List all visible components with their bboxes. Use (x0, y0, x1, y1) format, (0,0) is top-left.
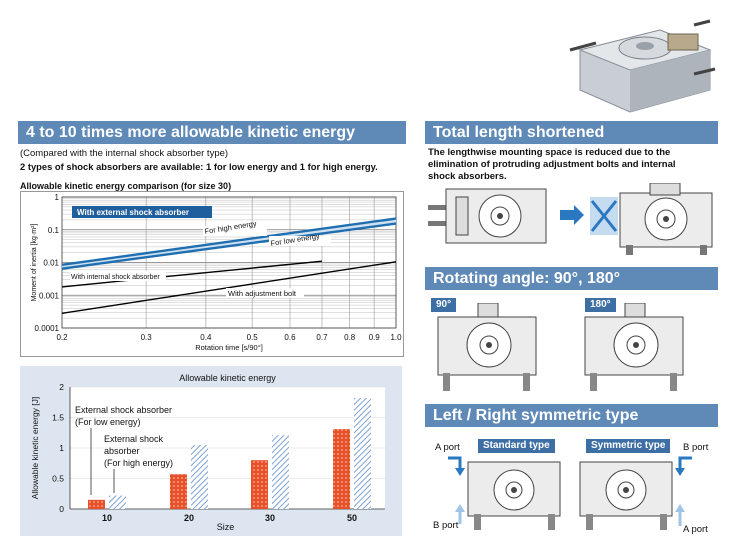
length-text-line1: The lengthwise mounting space is reduced… (428, 147, 671, 158)
bar-y-axis-label: Allowable kinetic energy [J] (30, 397, 40, 500)
legend-high-line1: External shock (104, 434, 164, 444)
a-port-label-top: A port (435, 442, 460, 453)
legend-low-line2: (For low energy) (75, 417, 141, 427)
rotation-90-drawing (437, 303, 537, 391)
bar-category-label: 20 (184, 513, 194, 523)
bolt-label: With adjustment bolt (228, 289, 297, 298)
x-tick-label: 0.3 (141, 333, 153, 342)
bar-category-label: 30 (265, 513, 275, 523)
symmetric-type-banner: Left / Right symmetric type (425, 404, 718, 427)
x-tick-label: 0.7 (316, 333, 328, 342)
a-port-label-bottom: A port (683, 524, 708, 535)
x-tick-label: 1.0 (390, 333, 402, 342)
legend-high-line2: absorber (104, 446, 140, 456)
legend-high-line3: (For high energy) (104, 458, 173, 468)
bar-high-energy-20 (191, 444, 208, 509)
x-tick-label: 0.6 (284, 333, 296, 342)
b-port-label-top: B port (683, 442, 709, 453)
x-tick-label: 0.5 (247, 333, 259, 342)
internal-label-bg (70, 271, 166, 281)
bar-low-energy-30 (251, 460, 268, 509)
angle-90-tag: 90° (431, 298, 457, 312)
symmetric-type-label: Symmetric type (586, 439, 671, 453)
y-tick-label: 0.01 (43, 259, 59, 268)
comparison-note: (Compared with the internal shock absorb… (20, 148, 229, 159)
rotation-180-drawing (584, 303, 684, 391)
series-line-2 (61, 260, 323, 288)
bar-low-energy-50 (333, 429, 350, 509)
y-tick-label: 1 (55, 193, 60, 202)
b-port-label-bottom: B port (433, 520, 459, 531)
y-tick-label: 0.1 (48, 226, 60, 235)
length-text-line2: elimination of protruding adjustment bol… (428, 159, 676, 170)
series-line-0 (61, 217, 397, 267)
total-length-banner: Total length shortened (425, 121, 718, 144)
high-label-bg (203, 226, 267, 236)
bar-category-label: 50 (347, 513, 357, 523)
x-tick-label: 0.8 (344, 333, 356, 342)
symmetric-drawing (448, 456, 692, 530)
bar-high-energy-10 (109, 495, 126, 509)
bar-y-tick: 1.5 (52, 413, 64, 423)
bar-high-energy-30 (272, 435, 289, 509)
rotary-table-photo (569, 19, 716, 113)
comparison-title: Allowable kinetic energy comparison (for… (20, 181, 232, 191)
shock-absorber-lead: 2 types of shock absorbers are available… (20, 161, 378, 172)
bar-chart-title: Allowable kinetic energy (179, 373, 276, 383)
bar-category-label: 10 (102, 513, 112, 523)
series-line-3 (61, 261, 397, 315)
external-label: With external shock absorber (77, 208, 189, 217)
legend-low-line1: External shock absorber (75, 405, 172, 415)
series-line-1 (61, 222, 397, 270)
bar-low-energy-10 (88, 499, 105, 509)
bar-y-tick: 1 (59, 443, 64, 453)
external-label-box (72, 206, 212, 218)
x-tick-label: 0.4 (200, 333, 212, 342)
x-tick-label: 0.9 (369, 333, 381, 342)
length-comparison-drawing (428, 183, 713, 255)
internal-label: With internal shock absorber (71, 274, 160, 281)
bar-y-tick: 0 (59, 504, 64, 514)
rotating-angle-banner: Rotating angle: 90°, 180° (425, 267, 718, 290)
bar-y-tick: 2 (59, 382, 64, 392)
x-axis-label: Rotation time [s/90°] (195, 343, 263, 352)
bar-low-energy-20 (170, 474, 187, 509)
standard-type-label: Standard type (478, 439, 555, 453)
y-tick-label: 0.0001 (35, 324, 60, 333)
bolt-label-bg (226, 288, 304, 298)
length-text-line3: shock absorbers. (428, 171, 507, 182)
bar-high-energy-50 (354, 397, 371, 509)
angle-180-tag: 180° (585, 298, 616, 312)
bar-y-tick: 0.5 (52, 474, 64, 484)
y-axis-label: Moment of inertia [kg·m²] (31, 224, 38, 302)
y-tick-label: 0.001 (39, 291, 60, 300)
bar-x-axis-label: Size (217, 522, 235, 532)
kinetic-energy-banner: 4 to 10 times more allowable kinetic ene… (18, 121, 406, 144)
low-label-bg (269, 236, 331, 246)
x-tick-label: 0.2 (56, 333, 68, 342)
